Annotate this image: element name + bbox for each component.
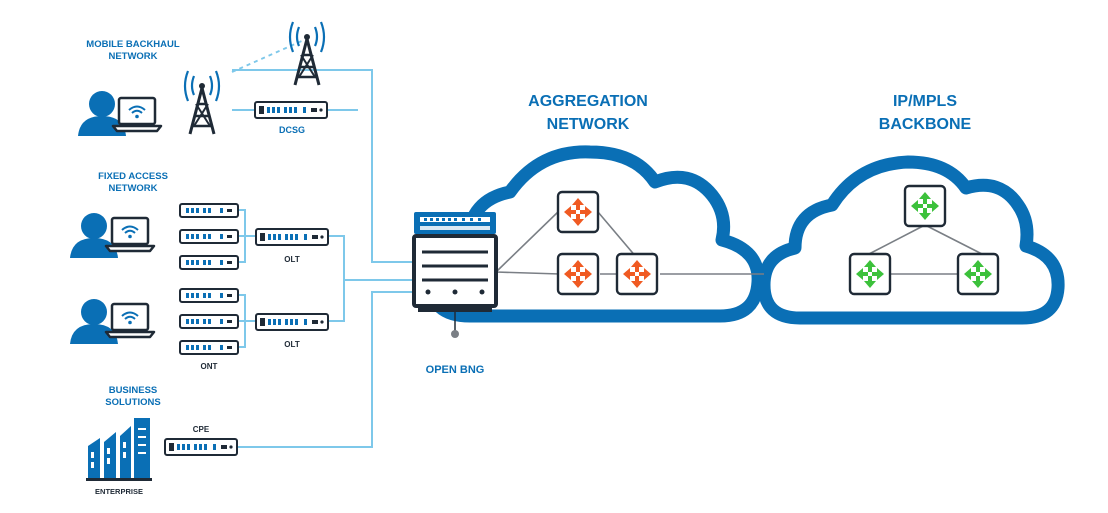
aggregation-network-title: AGGREGATION bbox=[528, 93, 648, 110]
olt-switch-icon bbox=[255, 228, 329, 246]
router-icon bbox=[903, 184, 947, 228]
olt-switch-icon bbox=[255, 313, 329, 331]
router-icon bbox=[615, 252, 659, 296]
open-bng-label: OPEN BNG bbox=[426, 364, 485, 376]
enterprise-label: ENTERPRISE bbox=[95, 487, 143, 496]
cell-tower-icon bbox=[183, 69, 221, 136]
olt-label-bottom: OLT bbox=[284, 340, 300, 349]
ont-icon bbox=[179, 314, 239, 329]
laptop-icon bbox=[111, 96, 163, 133]
dcsg-label: DCSG bbox=[279, 125, 305, 135]
router-icon bbox=[848, 252, 892, 296]
router-icon bbox=[956, 252, 1000, 296]
ont-icon bbox=[179, 288, 239, 303]
ont-label: ONT bbox=[201, 362, 218, 371]
cell-tower-icon bbox=[288, 20, 326, 87]
olt-label: OLT bbox=[284, 255, 300, 264]
aggregation-network-title-line2: NETWORK bbox=[547, 116, 630, 133]
fixed-access-label-line2: NETWORK bbox=[108, 183, 157, 194]
backbone-title: IP/MPLS bbox=[893, 93, 957, 110]
fixed-access-label: FIXED ACCESS bbox=[98, 171, 168, 182]
wireless-link bbox=[231, 39, 305, 73]
ont-icon bbox=[179, 340, 239, 355]
router-icon bbox=[556, 190, 600, 234]
mobile-backhaul-label: MOBILE BACKHAUL bbox=[86, 39, 180, 50]
dcsg-switch-icon bbox=[254, 101, 328, 119]
backbone-title-line2: BACKBONE bbox=[879, 116, 972, 133]
laptop-icon bbox=[104, 302, 156, 339]
business-solutions-label-line2: SOLUTIONS bbox=[105, 397, 160, 408]
ont-icon bbox=[179, 255, 239, 270]
mobile-backhaul-label-line2: NETWORK bbox=[108, 51, 157, 62]
ont-icon bbox=[179, 203, 239, 218]
laptop-icon bbox=[104, 216, 156, 253]
enterprise-building-icon bbox=[86, 418, 152, 481]
cpe-switch-icon bbox=[164, 438, 238, 456]
connection-lines bbox=[232, 69, 414, 448]
cloud-links bbox=[495, 209, 983, 275]
router-icon bbox=[556, 252, 600, 296]
open-bng-server-icon bbox=[412, 212, 498, 338]
ont-icon bbox=[179, 229, 239, 244]
cpe-label: CPE bbox=[193, 425, 210, 434]
business-solutions-label: BUSINESS bbox=[109, 385, 158, 396]
